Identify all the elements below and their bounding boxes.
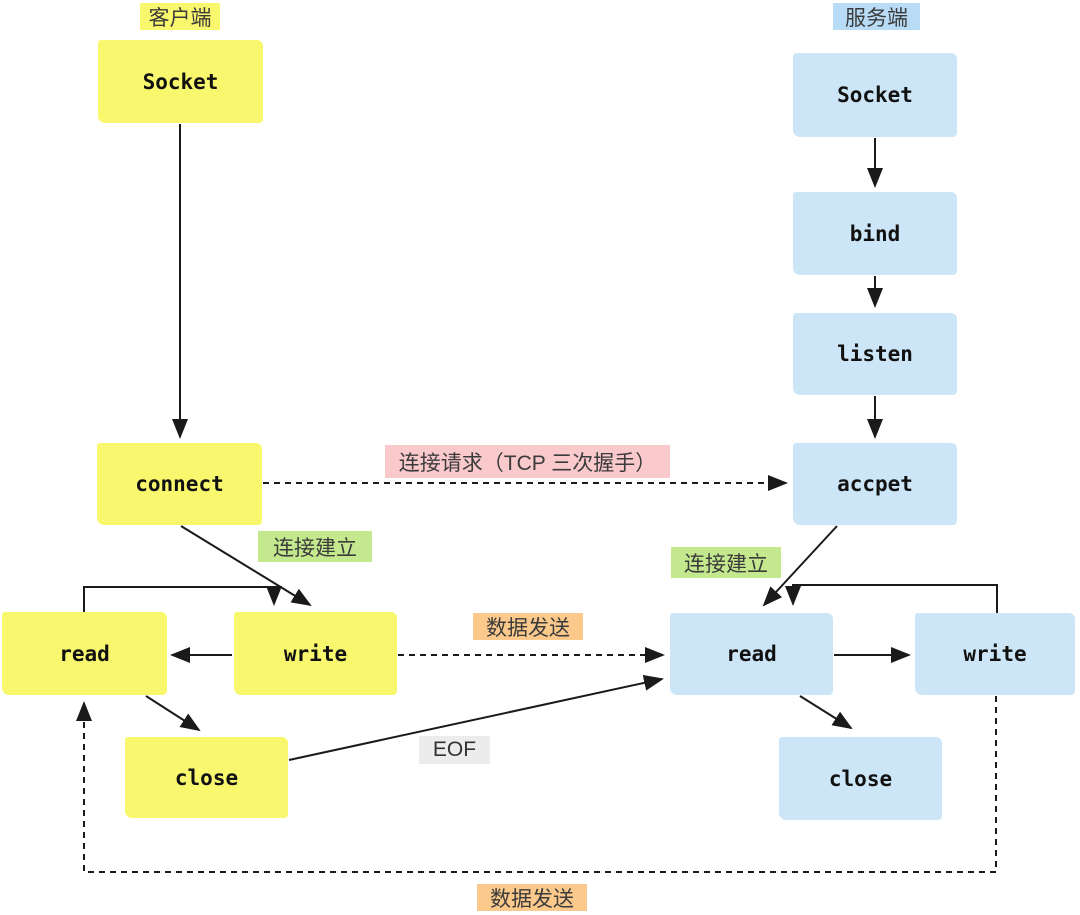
server-column-tag: 服务端: [833, 3, 920, 30]
client-close-node: close: [125, 737, 288, 818]
edge-server-read-to-close: [799, 695, 853, 730]
data-send-mid-label: 数据发送: [473, 613, 583, 640]
client-read-node: read: [2, 612, 167, 695]
server-write-node: write: [915, 613, 1075, 695]
server-socket-node: Socket: [793, 53, 957, 137]
edge-server-write-to-client-read-dashed: [76, 696, 997, 873]
conn-request-label: 连接请求（TCP 三次握手）: [385, 445, 670, 478]
server-listen-node: listen: [793, 313, 957, 395]
edge-connect-to-client-write: [180, 525, 312, 607]
client-write-node: write: [234, 612, 397, 695]
edge-client-close-to-server-read-eof: [288, 675, 664, 761]
edge-accept-to-server-read: [762, 525, 838, 607]
server-read-node: read: [670, 613, 833, 695]
edge-client-read-loop-to-write: [83, 586, 282, 612]
server-accept-node: accpet: [793, 443, 957, 525]
edge-client-read-to-close: [145, 695, 201, 732]
server-close-node: close: [779, 737, 942, 820]
client-column-tag: 客户端: [140, 3, 220, 30]
eof-label: EOF: [419, 736, 490, 764]
conn-established-server-label: 连接建立: [671, 547, 781, 578]
client-connect-node: connect: [97, 443, 262, 525]
server-bind-node: bind: [793, 192, 957, 275]
edge-server-write-loop-to-read: [785, 584, 998, 613]
conn-established-client-label: 连接建立: [258, 531, 372, 562]
client-socket-node: Socket: [98, 40, 263, 123]
data-send-bottom-label: 数据发送: [477, 884, 587, 911]
